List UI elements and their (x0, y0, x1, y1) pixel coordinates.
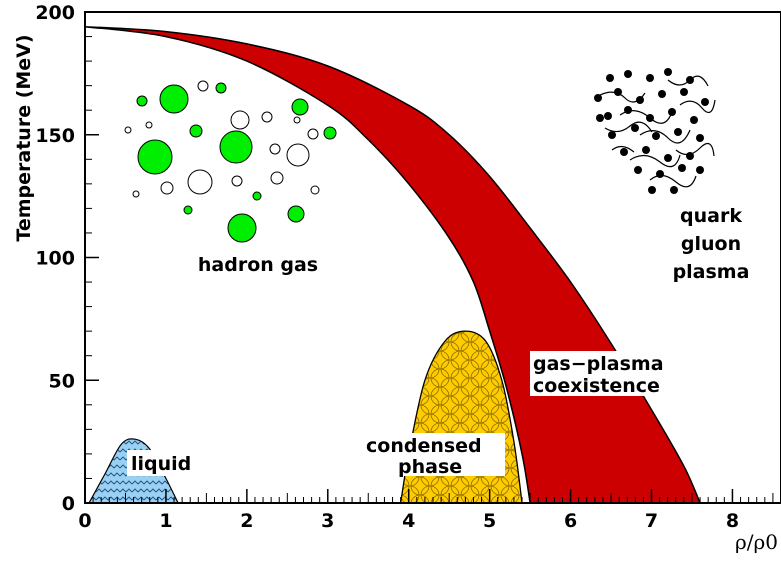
x-tick-label: 1 (159, 510, 172, 532)
hadron-white-circle (197, 80, 209, 92)
y-tick-label: 50 (49, 370, 75, 392)
gluon-string (639, 129, 691, 144)
hadron-green-circle (287, 205, 305, 223)
y-tick-label: 100 (35, 248, 75, 270)
x-tick-label: 7 (645, 510, 658, 532)
quark-dot (690, 116, 698, 124)
quark-dot (664, 154, 672, 162)
gluon-string (604, 121, 653, 133)
quark-dot (604, 112, 612, 120)
quark-dot (620, 148, 628, 156)
x-axis-title: ρ/ρ0 (735, 530, 778, 554)
qgp-label-line2: gluon (681, 233, 741, 255)
hadron-green-circle (215, 82, 227, 94)
quark-dot (674, 128, 682, 136)
quark-dot (606, 74, 614, 82)
labels-layer: Temperature (MeV) ρ/ρ0 hadron gas quark … (13, 34, 778, 554)
quark-dot (624, 70, 632, 78)
hadron-green-circle (291, 98, 309, 116)
hadron-green-circle (219, 130, 253, 164)
gluon-string (675, 142, 715, 157)
quark-dot (680, 88, 688, 96)
hadron-white-circle (270, 171, 284, 185)
quark-dot (664, 68, 672, 76)
quark-dot (642, 146, 650, 154)
hadron-green-circle (136, 95, 148, 107)
condensed-label-line1: condensed (366, 435, 482, 457)
y-axis-title: Temperature (MeV) (13, 34, 35, 241)
quark-dot (686, 76, 694, 84)
hadron-gas-label: hadron gas (198, 254, 318, 276)
hadron-white-circle (132, 190, 140, 198)
hadron-white-circle (269, 143, 281, 155)
hadron-white-circle (261, 111, 273, 123)
quark-dot (594, 94, 602, 102)
hadron-green-circle (183, 205, 193, 215)
coexistence-label-bg (530, 351, 688, 396)
y-tick-label: 0 (62, 493, 75, 515)
hadron-green-circle (227, 213, 257, 243)
x-tick-label: 6 (564, 510, 577, 532)
qgp-label-line3: plasma (673, 261, 750, 283)
hadron-white-circle (124, 126, 132, 134)
quark-dot (658, 90, 666, 98)
hadron-green-circle (159, 84, 189, 114)
hadron-white-circle (310, 185, 320, 195)
hadron-green-circle (252, 191, 262, 201)
hadron-white-circle (286, 143, 310, 167)
y-tick-label: 150 (35, 125, 75, 147)
coexistence-label-line1: gas−plasma (533, 353, 664, 375)
hadron-white-circle (187, 169, 213, 195)
axes-layer: 0 1 2 3 4 5 6 7 8 0 50 100 150 200 (35, 2, 781, 532)
hadron-white-circle (160, 181, 174, 195)
quark-dot (634, 166, 642, 174)
x-tick-label: 5 (483, 510, 496, 532)
hadron-white-circle (293, 116, 301, 124)
qgp-label-line1: quark (680, 205, 742, 227)
quark-dot (668, 108, 676, 116)
hadron-green-circle (323, 126, 337, 140)
quark-dot (614, 88, 622, 96)
quark-dot (646, 114, 654, 122)
hadron-white-circle (230, 110, 250, 130)
quark-dot (701, 98, 709, 106)
gluon-string (629, 154, 681, 168)
quark-dot (696, 134, 704, 142)
coexistence-label-line2: coexistence (533, 375, 660, 397)
decor-layer (124, 68, 716, 243)
x-tick-label: 8 (726, 510, 739, 532)
gluon-string (611, 145, 635, 153)
quark-dot (624, 106, 632, 114)
quark-dot (596, 114, 604, 122)
x-tick-label: 4 (402, 510, 415, 532)
x-tick-label: 3 (321, 510, 334, 532)
quark-dot (656, 170, 664, 178)
quark-dot (678, 164, 686, 172)
quark-dot (648, 186, 656, 194)
liquid-label-bg (127, 450, 204, 476)
gluon-string (649, 174, 697, 188)
x-tick-label: 2 (240, 510, 253, 532)
quark-dot (636, 96, 644, 104)
y-tick-label: 200 (35, 2, 75, 24)
quark-dot (631, 124, 639, 132)
hadron-green-circle (189, 124, 203, 138)
gluon-string (679, 99, 716, 114)
x-tick-label: 0 (78, 510, 91, 532)
quark-dot (608, 131, 616, 139)
quark-dot (686, 152, 694, 160)
liquid-label: liquid (131, 453, 191, 475)
condensed-label-line2: phase (398, 456, 462, 478)
quark-dot (646, 74, 654, 82)
condensed-label-bg (365, 433, 505, 476)
hadron-white-circle (145, 121, 153, 129)
quark-dot (652, 132, 660, 140)
hadron-white-circle (307, 128, 319, 140)
hadron-green-circle (137, 139, 173, 175)
quark-dot (670, 186, 678, 194)
hadron-white-circle (231, 175, 243, 187)
quark-dot (696, 166, 704, 174)
